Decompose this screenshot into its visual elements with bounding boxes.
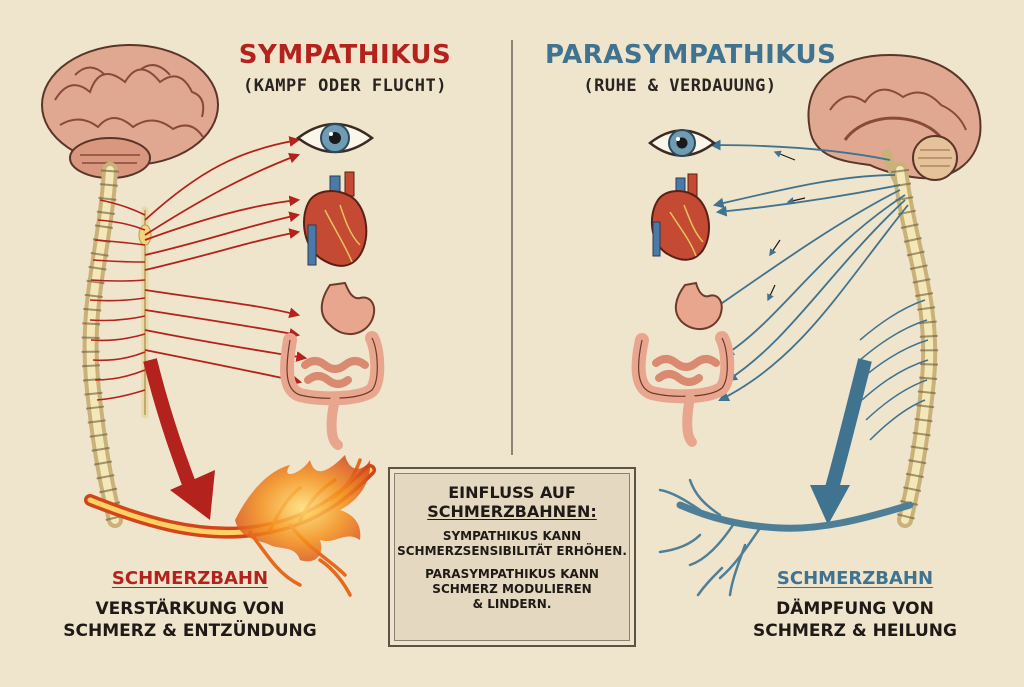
right-desc-line1: DÄMPFUNG VON: [776, 599, 934, 619]
parasympathetic-subtitle: (RUHE & VERDAUUNG): [583, 76, 777, 96]
info-text2-line1: PARASYMPATHIKUS KANN: [425, 567, 599, 581]
eye-left-icon: [295, 122, 375, 154]
left-desc-line1: VERSTÄRKUNG VON: [95, 599, 285, 619]
intestine-right-icon: [631, 331, 735, 447]
info-heading-line1: EINFLUSS AUF: [448, 483, 576, 502]
sympathetic-title: SYMPATHIKUS: [238, 40, 452, 70]
info-box-text-parasympathetic: PARASYMPATHIKUS KANN SCHMERZ MODULIEREN …: [390, 567, 634, 612]
right-pain-path-label: SCHMERZBAHN: [776, 568, 934, 589]
info-text2-line3: & LINDERN.: [472, 597, 552, 611]
brain-left-icon: [41, 44, 219, 179]
intestine-left-icon: [280, 331, 385, 450]
left-pain-path-description: VERSTÄRKUNG VON SCHMERZ & ENTZÜNDUNG: [40, 598, 340, 642]
info-box: EINFLUSS AUF SCHMERZBAHNEN: SYMPATHIKUS …: [388, 467, 636, 647]
stomach-right-icon: [674, 281, 723, 331]
eye-right-icon: [647, 129, 717, 157]
brain-right-icon: [807, 53, 982, 188]
info-box-heading: EINFLUSS AUF SCHMERZBAHNEN:: [390, 483, 634, 521]
left-desc-line2: SCHMERZ & ENTZÜNDUNG: [63, 621, 317, 641]
sympathetic-subtitle: (KAMPF ODER FLUCHT): [243, 76, 447, 96]
info-box-text-sympathetic: SYMPATHIKUS KANN SCHMERZSENSIBILITÄT ERH…: [390, 529, 634, 559]
right-pain-path-description: DÄMPFUNG VON SCHMERZ & HEILUNG: [710, 598, 1000, 642]
info-text1-line1: SYMPATHIKUS KANN: [442, 529, 582, 543]
sympathetic-nerves-to-organs: [144, 136, 308, 386]
stomach-left-icon: [320, 281, 376, 335]
left-pain-path-label: SCHMERZBAHN: [111, 568, 269, 589]
small-direction-arrows: [767, 150, 806, 302]
heart-right-icon: [650, 173, 710, 261]
pain-nerve-fire-icon: [84, 455, 376, 597]
parasympathetic-title: PARASYMPATHIKUS: [545, 40, 837, 70]
big-red-arrow: [143, 358, 215, 520]
info-heading-line2: SCHMERZBAHNEN:: [427, 502, 597, 521]
pain-nerve-calm-icon: [658, 478, 914, 597]
spine-left-icon: [81, 162, 124, 528]
info-text1-line2: SCHMERZSENSIBILITÄT ERHÖHEN.: [397, 544, 627, 558]
right-desc-line2: SCHMERZ & HEILUNG: [753, 621, 957, 641]
vagus-nerves-to-organs: [709, 139, 909, 401]
spine-right-icon: [891, 162, 939, 528]
info-text2-line2: SCHMERZ MODULIEREN: [432, 582, 592, 596]
big-blue-arrow: [810, 358, 872, 525]
spinal-nerves-left: [89, 199, 146, 401]
heart-left-icon: [303, 171, 368, 267]
